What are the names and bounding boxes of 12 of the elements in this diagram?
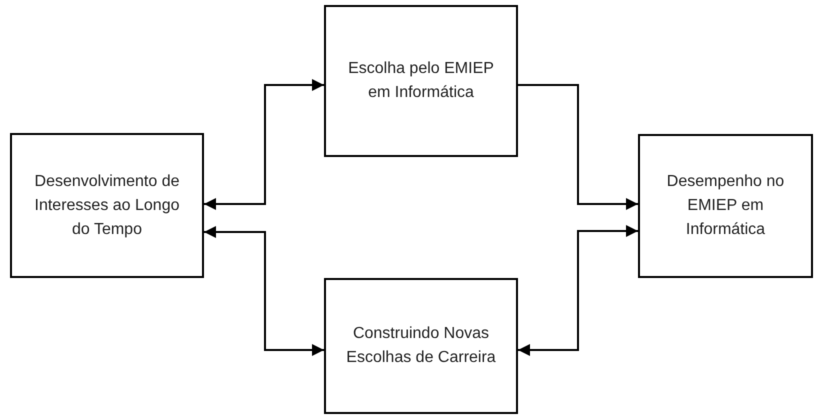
process-box: [10, 133, 204, 278]
process-box: [324, 278, 518, 414]
box-text: Desempenho no EMIEP em Informática: [666, 172, 786, 240]
box-text: Desenvolvimento de Interesses ao Longo do Tempo: [34, 172, 180, 240]
process-box: [324, 5, 518, 157]
connector-arrow: [518, 84, 638, 210]
box-text: Construindo Novas Escolhas de Carreira: [345, 324, 497, 368]
connector-arrow: [204, 79, 324, 210]
connector-arrow: [204, 226, 324, 356]
process-box: [638, 134, 813, 278]
box-text: Escolha pelo EMIEP em Informática: [347, 59, 495, 103]
connector-arrow: [518, 225, 638, 356]
